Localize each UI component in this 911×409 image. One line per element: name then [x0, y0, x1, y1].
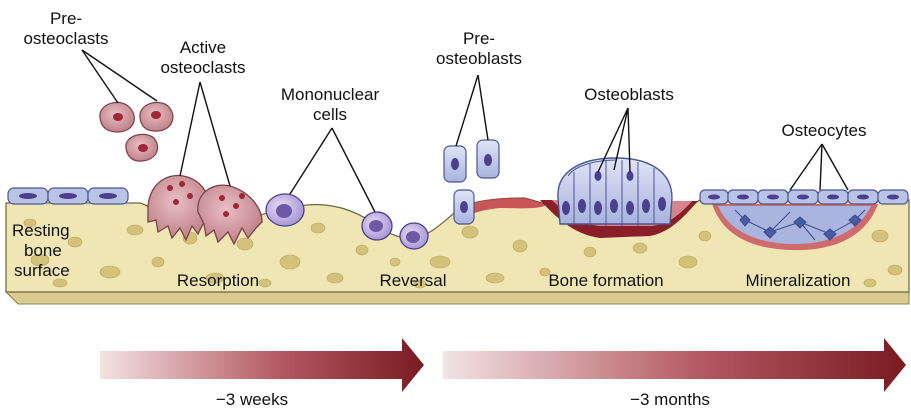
label-osteocytes: Osteocytes	[781, 121, 866, 140]
pre-osteoclast-cells	[100, 102, 173, 161]
label-active-osteoclasts-line1: Active	[180, 38, 226, 57]
label-active-osteoclasts-line2: osteoclasts	[160, 58, 245, 77]
label-pre-osteoclasts-line1: Pre-	[50, 9, 82, 28]
stage-resting-line1: Resting	[12, 221, 70, 240]
timeline-arrow-2	[443, 338, 906, 392]
stage-resting-line2: bone	[24, 241, 62, 260]
label-mononuclear-line2: cells	[313, 105, 347, 124]
timeline-label-weeks: −3 weeks	[216, 390, 288, 409]
lining-cells-left	[8, 188, 128, 204]
label-mononuclear-line1: Mononuclear	[281, 85, 380, 104]
timeline-arrow-1	[100, 338, 424, 392]
bone-bottom-edge	[6, 292, 909, 304]
stage-resting-line3: surface	[14, 261, 70, 280]
stage-resorption: Resorption	[177, 271, 259, 290]
stage-bone-formation: Bone formation	[548, 271, 663, 290]
label-pre-osteoclasts-line2: osteoclasts	[23, 29, 108, 48]
label-osteoblasts: Osteoblasts	[584, 85, 674, 104]
timeline-label-months: −3 months	[630, 390, 710, 409]
stage-reversal: Reversal	[379, 271, 446, 290]
stage-mineralization: Mineralization	[746, 271, 851, 290]
label-pre-osteoblasts-line2: osteoblasts	[436, 49, 522, 68]
lining-cells-right	[700, 190, 908, 204]
label-pre-osteoblasts-line1: Pre-	[463, 29, 495, 48]
